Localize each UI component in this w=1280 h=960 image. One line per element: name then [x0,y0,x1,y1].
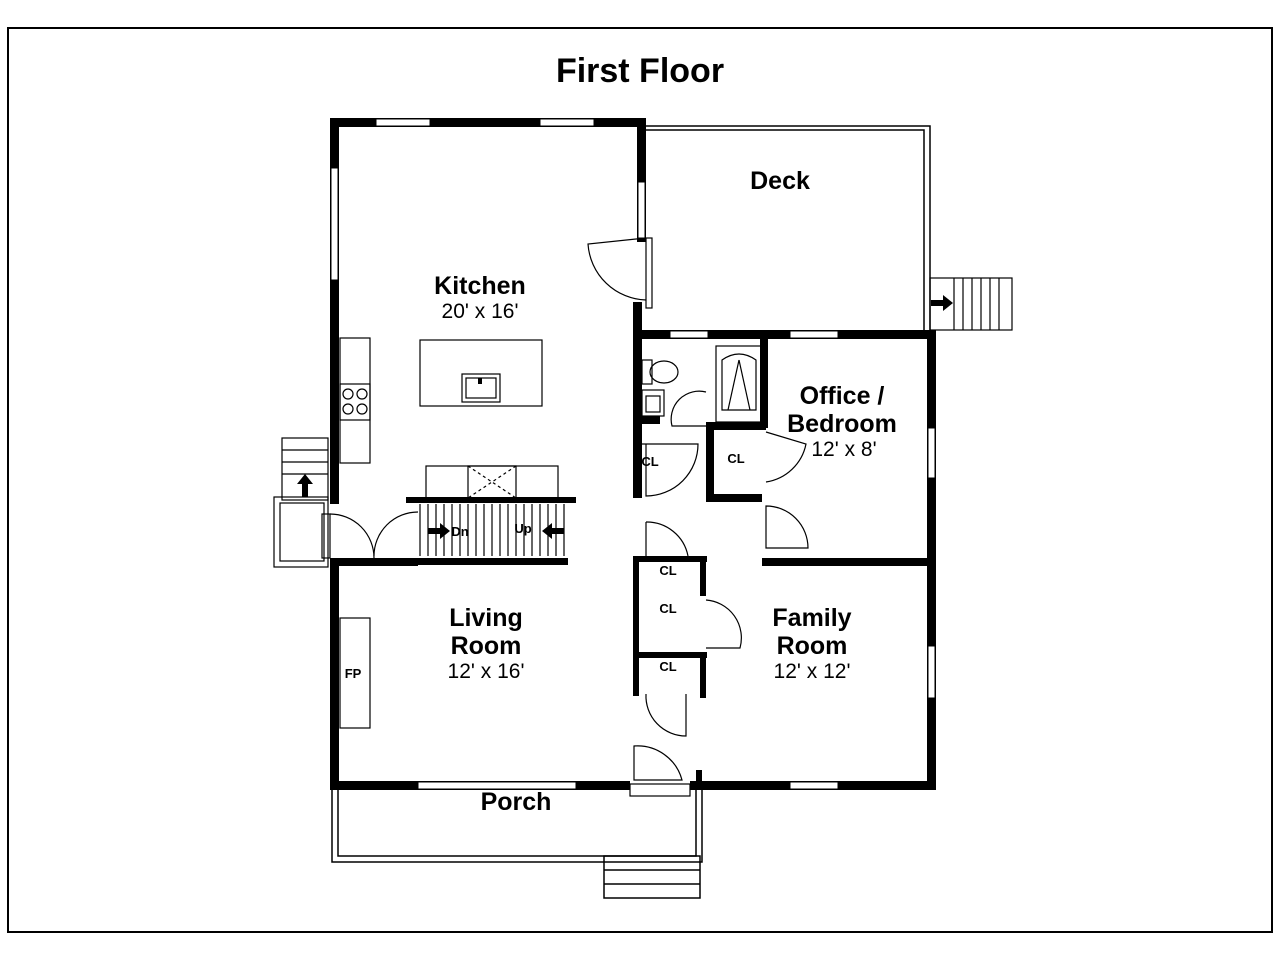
stove-icon [339,383,371,421]
family-label-line2: Room [777,632,848,660]
closet-label: CL [727,451,744,466]
arrow-right-icon [428,523,450,539]
doors [321,237,809,797]
fireplace [339,617,371,729]
closet-label: CL [659,659,676,674]
living-size: 12' x 16' [448,660,525,683]
side-entry-stairs [273,437,329,568]
stairs-up-label: Up [514,521,531,536]
office-label-line1: Office / [800,382,885,410]
office-label-line2: Bedroom [787,410,897,438]
closet-label: CL [659,601,676,616]
family-label-line1: Family [772,604,851,632]
fireplace-label: FP [345,666,362,681]
deck [646,125,931,334]
porch [331,786,703,899]
arrow-right-icon [931,295,953,311]
arrow-up-icon [297,474,313,497]
family-size: 12' x 12' [774,660,851,683]
kitchen-fixtures [339,337,559,499]
porch-label: Porch [481,788,552,816]
bathtub-icon [715,345,763,423]
stairs-down-label: Dn [451,524,468,539]
toilet-icon [641,359,679,385]
office-size: 12' x 8' [811,438,876,461]
living-label-line1: Living [449,604,523,632]
page-title: First Floor [556,52,724,90]
deck-label: Deck [750,167,810,195]
arrow-left-icon [542,523,564,539]
vanity-sink [641,389,665,417]
windows [330,118,936,790]
sink-icon [478,378,482,384]
deck-stairs [929,277,1013,331]
page-frame [7,27,1273,933]
living-label-line2: Room [451,632,522,660]
kitchen-size: 20' x 16' [442,300,519,323]
kitchen-label: Kitchen [434,272,526,300]
closet-label: CL [659,563,676,578]
closet-label: CL [641,454,658,469]
